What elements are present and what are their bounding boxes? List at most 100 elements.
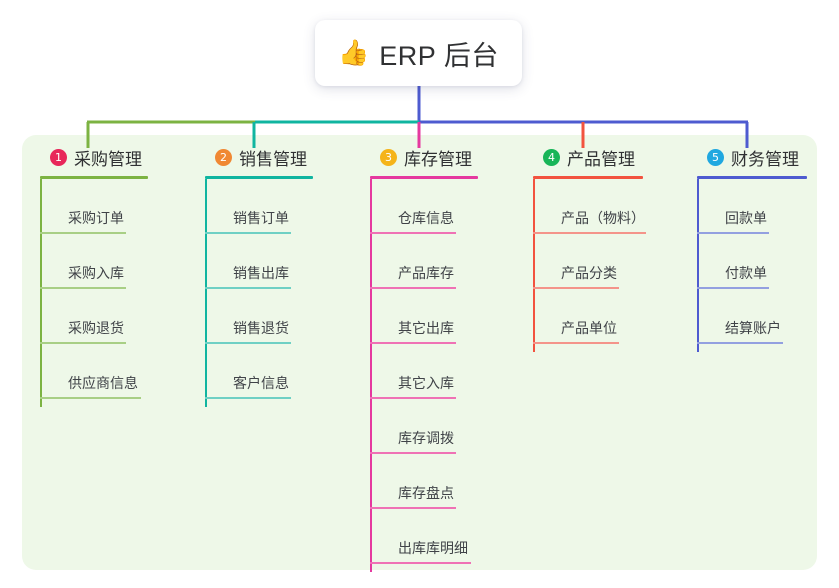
leaf-item[interactable]: 回款单	[697, 179, 807, 234]
leaf-item[interactable]: 产品库存	[370, 234, 478, 289]
leaf-item[interactable]: 采购订单	[40, 179, 148, 234]
branch-number-badge: 3	[380, 148, 397, 166]
branch-number-badge: 1	[50, 148, 67, 166]
leaf-underline	[370, 507, 456, 509]
leaf-label: 其它入库	[398, 375, 454, 391]
leaf-underline	[40, 232, 126, 234]
branch-leaf-list: 产品（物料） 产品分类产品单位	[533, 179, 646, 352]
leaf-label: 客户信息	[233, 375, 289, 391]
leaf-item[interactable]: 结算账户	[697, 289, 807, 344]
branch-title: 库存管理	[404, 149, 472, 169]
branch-number-badge: 2	[215, 148, 232, 166]
leaf-underline	[370, 397, 456, 399]
branch-underline	[370, 176, 478, 179]
branch-2[interactable]: 2 销售管理销售订单销售出库销售退货客户信息	[205, 144, 313, 407]
leaf-item[interactable]: 库存盘点	[370, 454, 478, 509]
leaf-underline	[370, 232, 456, 234]
leaf-label: 产品分类	[561, 265, 617, 281]
branch-number-badge: 4	[543, 148, 560, 166]
branch-5[interactable]: 5 财务管理回款单付款单结算账户	[697, 144, 807, 352]
branch-number-badge: 5	[707, 148, 724, 166]
leaf-label: 产品（物料）	[561, 210, 645, 226]
leaf-underline	[40, 342, 126, 344]
leaf-label: 产品库存	[398, 265, 454, 281]
leaf-item[interactable]: 仓库信息	[370, 179, 478, 234]
leaf-underline	[205, 342, 291, 344]
branch-underline	[533, 176, 643, 179]
leaf-label: 付款单	[725, 265, 767, 281]
leaf-label: 销售出库	[233, 265, 289, 281]
leaf-item[interactable]: 其它出库	[370, 289, 478, 344]
leaf-label: 采购入库	[68, 265, 124, 281]
leaf-item[interactable]: 库存调拨	[370, 399, 478, 454]
leaf-item[interactable]: 采购入库	[40, 234, 148, 289]
leaf-underline	[370, 562, 471, 564]
leaf-item[interactable]: 付款单	[697, 234, 807, 289]
leaf-item[interactable]: 销售订单	[205, 179, 313, 234]
branch-leaf-list: 回款单付款单结算账户	[697, 179, 807, 352]
leaf-label: 供应商信息	[68, 375, 138, 391]
leaf-underline	[533, 287, 619, 289]
leaf-underline	[205, 232, 291, 234]
branch-spine	[40, 179, 42, 407]
leaf-label: 库存盘点	[398, 485, 454, 501]
leaf-label: 库存调拨	[398, 430, 454, 446]
root-node[interactable]: 👍 ERP 后台	[315, 20, 522, 86]
branch-4[interactable]: 4 产品管理产品（物料） 产品分类产品单位	[533, 144, 646, 352]
branch-3[interactable]: 3 库存管理仓库信息产品库存其它出库其它入库库存调拨库存盘点出库库明细	[370, 144, 478, 572]
branch-title: 财务管理	[731, 149, 799, 169]
leaf-item[interactable]: 产品（物料）	[533, 179, 646, 234]
leaf-underline	[697, 287, 769, 289]
leaf-label: 出库库明细	[398, 540, 468, 556]
leaf-item[interactable]: 销售出库	[205, 234, 313, 289]
leaf-label: 回款单	[725, 210, 767, 226]
leaf-underline	[40, 287, 126, 289]
leaf-underline	[533, 342, 619, 344]
root-node-content: 👍 ERP 后台	[338, 34, 499, 73]
root-node-label: ERP 后台	[379, 40, 499, 71]
leaf-underline	[533, 232, 646, 234]
branch-header-4[interactable]: 4 产品管理	[533, 144, 645, 170]
leaf-label: 结算账户	[725, 320, 781, 336]
branch-underline	[697, 176, 807, 179]
thumbs-up-icon: 👍	[338, 38, 370, 67]
leaf-underline	[697, 232, 769, 234]
branch-leaf-list: 销售订单销售出库销售退货客户信息	[205, 179, 313, 407]
leaf-item[interactable]: 采购退货	[40, 289, 148, 344]
branch-spine	[205, 179, 207, 407]
leaf-label: 仓库信息	[398, 210, 454, 226]
branch-header-5[interactable]: 5 财务管理	[697, 144, 807, 170]
branch-underline	[205, 176, 313, 179]
leaf-underline	[370, 342, 456, 344]
leaf-item[interactable]: 其它入库	[370, 344, 478, 399]
diagram-background-panel	[22, 135, 817, 570]
leaf-underline	[205, 397, 291, 399]
leaf-underline	[370, 287, 456, 289]
branch-title: 销售管理	[239, 149, 307, 169]
leaf-label: 其它出库	[398, 320, 454, 336]
leaf-label: 销售退货	[233, 320, 289, 336]
leaf-item[interactable]: 出库库明细	[370, 509, 478, 564]
branch-header-2[interactable]: 2 销售管理	[205, 144, 313, 170]
leaf-underline	[370, 452, 456, 454]
branch-spine	[370, 179, 372, 572]
branch-spine	[533, 179, 535, 352]
leaf-item[interactable]: 客户信息	[205, 344, 313, 399]
branch-underline	[40, 176, 148, 179]
leaf-underline	[697, 342, 783, 344]
branch-title: 产品管理	[567, 149, 635, 169]
branch-leaf-list: 仓库信息产品库存其它出库其它入库库存调拨库存盘点出库库明细	[370, 179, 478, 572]
leaf-item[interactable]: 产品单位	[533, 289, 645, 344]
leaf-item[interactable]: 供应商信息	[40, 344, 148, 399]
branch-spine	[697, 179, 699, 352]
leaf-label: 采购订单	[68, 210, 124, 226]
leaf-item[interactable]: 销售退货	[205, 289, 313, 344]
leaf-label: 销售订单	[233, 210, 289, 226]
leaf-underline	[205, 287, 291, 289]
branch-header-3[interactable]: 3 库存管理	[370, 144, 478, 170]
branch-leaf-list: 采购订单采购入库采购退货供应商信息	[40, 179, 148, 407]
leaf-item[interactable]: 产品分类	[533, 234, 645, 289]
